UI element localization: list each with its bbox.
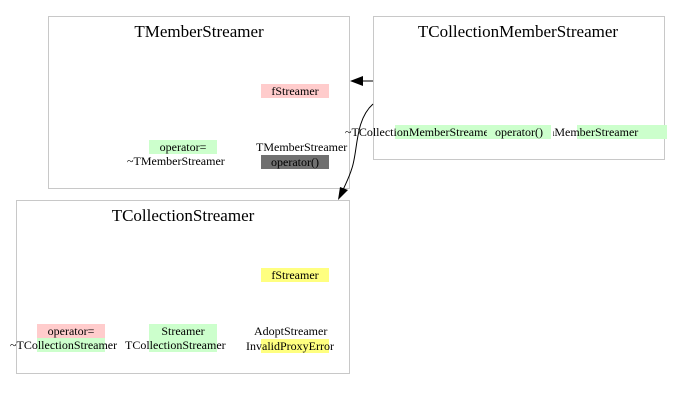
method-destructor[interactable]: ~TMemberStreamer	[127, 154, 225, 168]
class-title-tcollectionstreamer[interactable]: TCollectionStreamer	[111, 206, 255, 225]
method-cm-constructor[interactable]: TCollectionMemberStreamer	[553, 125, 639, 139]
method-cm-constructor-clip: TCollectionMemberStreamer	[553, 125, 680, 139]
method-cm-operator-call[interactable]: operator()	[487, 125, 551, 139]
method-c-operator-assign[interactable]: operator=	[37, 324, 105, 338]
arrow-head-left	[350, 76, 363, 86]
method-operator-assign[interactable]: operator=	[149, 140, 217, 154]
method-cm-destructor[interactable]: ~TCollectionMemberStreamer	[345, 125, 493, 139]
method-c-invalid[interactable]: InvalidProxyError	[246, 339, 334, 353]
member-fstreamer-collection[interactable]: fStreamer	[261, 268, 329, 282]
method-cm-highlight-1	[395, 125, 487, 139]
member-fstreamer[interactable]: fStreamer	[261, 84, 329, 98]
arrow-head-down	[338, 187, 348, 200]
arrow-line-to-collection	[342, 103, 374, 191]
method-constructor[interactable]: TMemberStreamer	[256, 140, 348, 154]
method-cm-constructor-highlight	[577, 125, 667, 139]
class-title-tmemberstreamer[interactable]: TMemberStreamer	[134, 22, 264, 41]
method-c-streamer[interactable]: Streamer	[149, 324, 217, 338]
method-c-destructor-highlight	[37, 338, 105, 352]
method-c-invalid-highlight	[261, 339, 329, 353]
method-c-adopt[interactable]: AdoptStreamer	[254, 324, 328, 338]
class-title-tcollectionmemberstreamer[interactable]: TCollectionMemberStreamer	[417, 22, 619, 41]
method-c-destructor[interactable]: ~TCollectionStreamer	[10, 338, 118, 352]
method-c-constructor[interactable]: TCollectionStreamer	[125, 338, 226, 352]
method-operator-call[interactable]: operator()	[261, 155, 329, 169]
method-c-constructor-highlight	[149, 338, 217, 352]
